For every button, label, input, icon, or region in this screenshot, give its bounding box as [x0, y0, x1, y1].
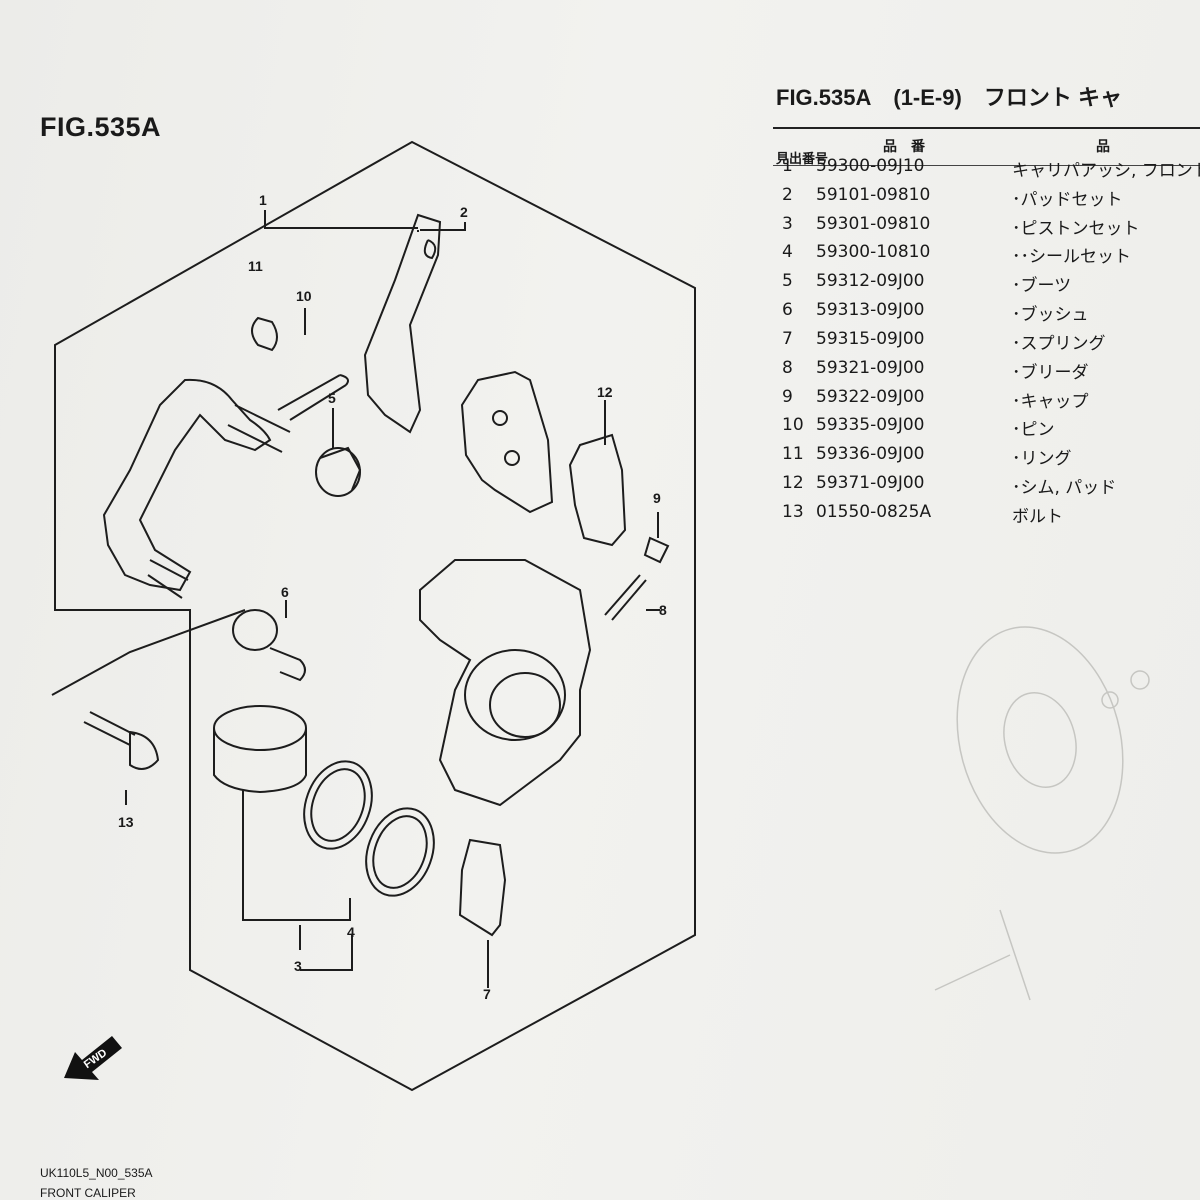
callout-10: 10 — [296, 288, 312, 304]
figure-code: UK110L5_N00_535A — [40, 1166, 153, 1180]
bolt-part — [83, 711, 160, 770]
table-name: フロント キャ — [983, 85, 1122, 110]
assembly-frame — [54, 140, 696, 1092]
table-fig-id: FIG.535A — [776, 85, 872, 110]
bleeder-part — [604, 574, 647, 621]
column-header-name: 品 — [1096, 139, 1110, 155]
callout-6: 6 — [281, 584, 289, 600]
pin-part — [277, 374, 349, 421]
piston-part — [213, 705, 307, 751]
callout-5: 5 — [328, 390, 336, 406]
bolt-leader — [51, 609, 246, 696]
bushing-part — [232, 609, 278, 651]
figure-caption: FRONT CALIPER — [40, 1186, 136, 1200]
spring-part — [458, 838, 507, 937]
callout-8: 8 — [659, 602, 667, 618]
column-header-part-no: 品 番 — [883, 139, 925, 155]
column-header-index: 見出番号 — [776, 152, 829, 167]
shim-part — [568, 433, 627, 547]
callout-13: 13 — [118, 814, 134, 830]
pad-part — [363, 213, 442, 434]
parts-table-title: FIG.535A (1-E-9) フロント キャ — [776, 80, 1144, 112]
pad-part-second — [460, 370, 554, 514]
cap-part — [643, 536, 670, 564]
seal-part-2 — [365, 807, 435, 897]
caliper-body — [419, 559, 592, 807]
callout-4: 4 — [347, 924, 355, 940]
callout-11: 11 — [248, 258, 263, 274]
ring-part — [251, 316, 278, 352]
callout-9: 9 — [653, 490, 661, 506]
callout-1: 1 — [259, 192, 267, 208]
callout-3: 3 — [294, 958, 302, 974]
header-rule — [773, 127, 1200, 129]
figure-title: FIG.535A — [40, 112, 162, 142]
callout-2: 2 — [460, 204, 468, 220]
seal-part-1 — [303, 760, 373, 850]
callout-7: 7 — [483, 986, 491, 1002]
table-code: (1-E-9) — [893, 85, 962, 110]
bracket-part — [102, 378, 272, 592]
callout-12: 12 — [597, 384, 613, 400]
header-rule-lower — [773, 165, 1200, 166]
fwd-arrow-icon — [64, 1036, 122, 1080]
